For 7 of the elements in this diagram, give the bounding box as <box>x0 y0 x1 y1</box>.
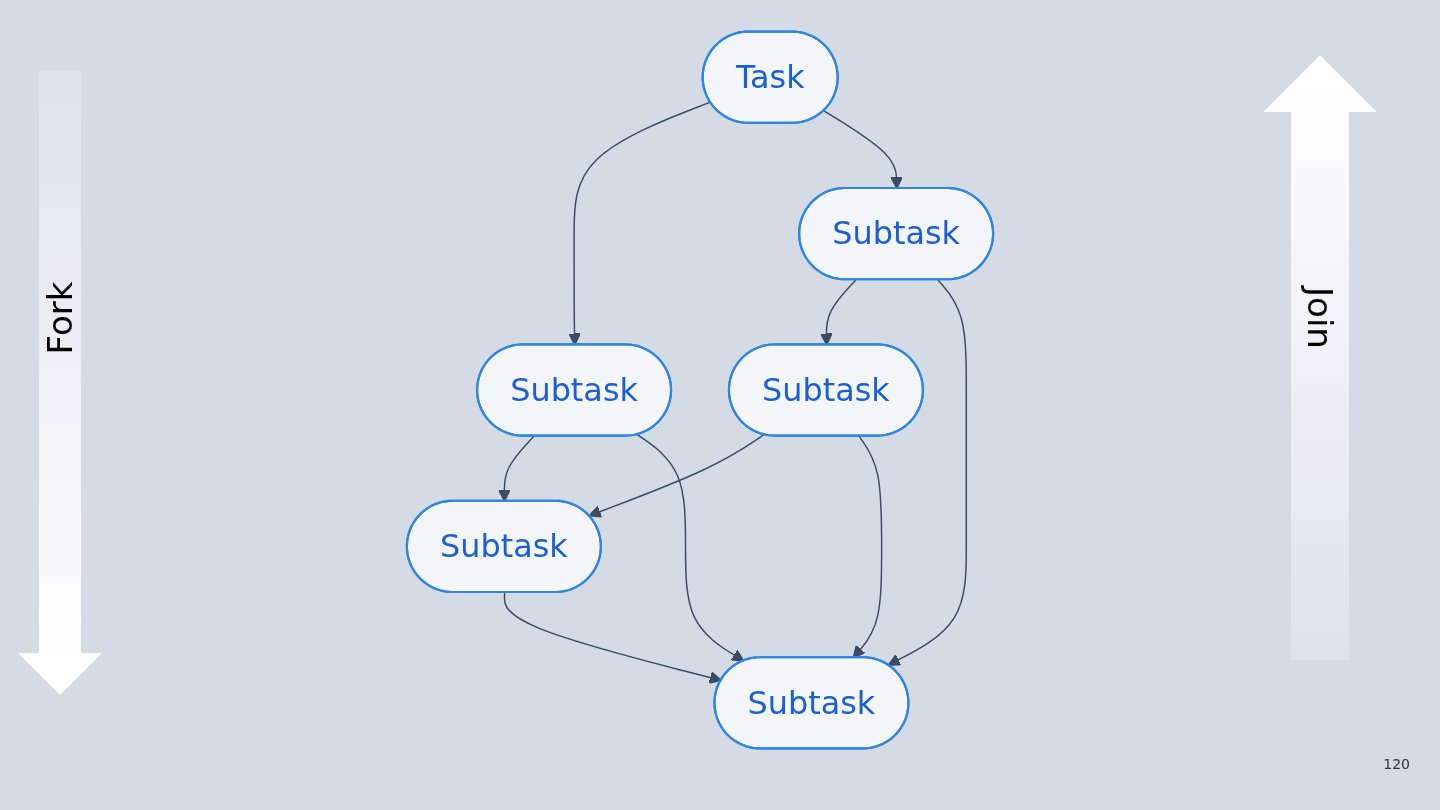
direction-label: Join <box>1299 287 1340 349</box>
arrow <box>636 434 745 662</box>
direction-label: Fork <box>39 281 80 355</box>
arrow <box>588 434 765 518</box>
arrow <box>887 279 968 666</box>
page-number: 120 <box>1383 756 1410 772</box>
arrow <box>503 592 723 684</box>
